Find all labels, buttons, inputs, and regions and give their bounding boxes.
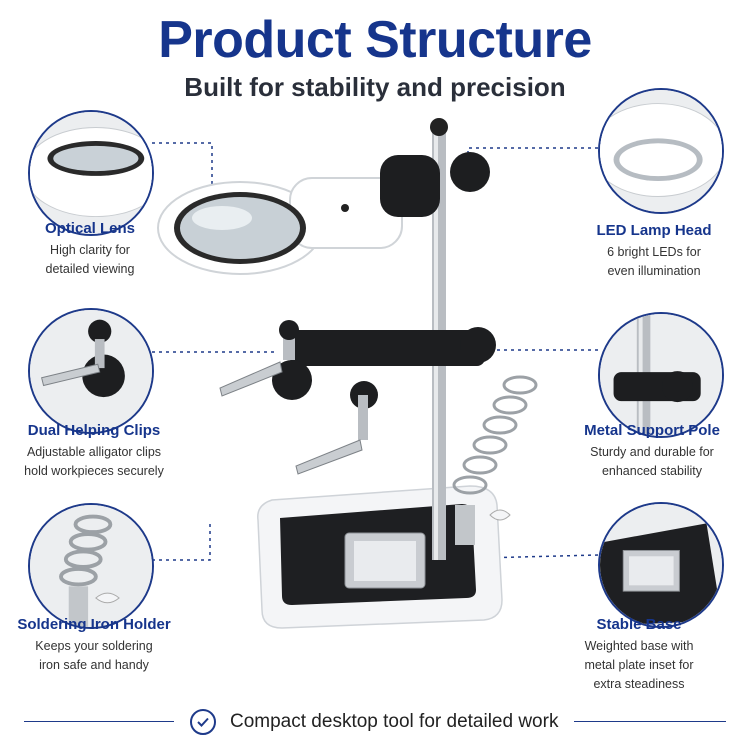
- feature-desc-line: Keeps your soldering: [35, 639, 153, 653]
- feature-optical-lens: Optical Lens High clarity for detailed v…: [0, 220, 190, 279]
- footer-divider-right: [574, 721, 726, 722]
- led-lamp-head-thumbnail: [598, 88, 724, 214]
- product-image: [150, 110, 570, 630]
- feature-helping-clips: Dual Helping Clips Adjustable alligator …: [0, 422, 194, 481]
- support-pole-thumbnail: [598, 312, 724, 438]
- feature-title: Soldering Iron Holder: [17, 616, 171, 633]
- feature-title: Optical Lens: [44, 220, 136, 237]
- check-circle-icon: [190, 709, 216, 735]
- feature-desc-line: hold workpieces securely: [24, 464, 164, 478]
- feature-iron-holder: Soldering Iron Holder Keeps your solderi…: [0, 616, 194, 675]
- feature-title: Dual Helping Clips: [27, 422, 161, 439]
- optical-lens-thumbnail: [28, 110, 154, 236]
- feature-support-pole: Metal Support Pole Sturdy and durable fo…: [552, 422, 750, 481]
- page-subtitle: Built for stability and precision: [184, 72, 566, 102]
- feature-desc-line: even illumination: [607, 264, 701, 278]
- feature-desc-line: Adjustable alligator clips: [26, 445, 162, 459]
- feature-desc-line: detailed viewing: [45, 262, 135, 276]
- feature-title: Metal Support Pole: [584, 422, 720, 439]
- feature-desc-line: Weighted base with: [584, 639, 694, 653]
- footer-divider-left: [24, 721, 174, 722]
- feature-led-lamp-head: LED Lamp Head 6 bright LEDs for even ill…: [554, 222, 750, 281]
- iron-holder-thumbnail: [28, 503, 154, 629]
- stable-base-thumbnail: [598, 502, 724, 628]
- feature-desc-line: High clarity for: [50, 243, 130, 257]
- feature-title: LED Lamp Head: [596, 222, 712, 239]
- footer: Compact desktop tool for detailed work: [190, 708, 558, 736]
- feature-desc-line: metal plate inset for: [584, 658, 694, 672]
- feature-desc-line: extra steadiness: [593, 677, 685, 691]
- footer-text: Compact desktop tool for detailed work: [230, 711, 559, 732]
- feature-desc-line: iron safe and handy: [39, 658, 149, 672]
- feature-stable-base: Stable Base Weighted base with metal pla…: [539, 616, 739, 694]
- feature-desc-line: 6 bright LEDs for: [607, 245, 701, 259]
- feature-desc-line: enhanced stability: [601, 464, 703, 478]
- helping-clips-thumbnail: [28, 308, 154, 434]
- feature-desc-line: Sturdy and durable for: [590, 445, 714, 459]
- feature-title: Stable Base: [596, 616, 682, 633]
- page-title: Product Structure: [158, 11, 592, 69]
